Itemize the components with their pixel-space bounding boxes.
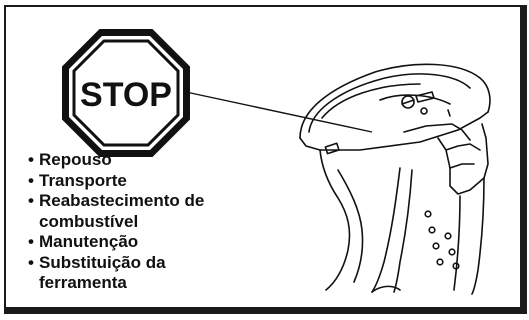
stop-sign-label: STOP <box>80 76 172 114</box>
list-item: • Manutenção <box>28 232 204 253</box>
bullet-marker: • <box>28 252 34 272</box>
list-item: • Reabastecimento de combustível <box>28 191 204 232</box>
list-item: • Transporte <box>28 171 204 192</box>
list-item-text: Manutenção <box>39 232 139 251</box>
stop-sign-icon: STOP <box>62 29 190 157</box>
instructions-list: • Repouso • Transporte • Reabastecimento… <box>28 150 204 294</box>
bullet-marker: • <box>28 232 34 251</box>
list-item-text-continued: combustível <box>39 211 139 231</box>
list-item-text: Repouso <box>39 150 112 169</box>
list-item-text-continued: ferramenta <box>39 273 127 292</box>
list-item-text: Transporte <box>39 170 127 190</box>
list-item: • Substituição da ferramenta <box>28 253 204 294</box>
list-item-text: Reabastecimento de <box>39 191 205 210</box>
list-item: • Repouso <box>28 150 204 171</box>
bullet-marker: • <box>28 170 34 190</box>
bullet-marker: • <box>28 150 34 169</box>
bullet-marker: • <box>28 191 34 210</box>
list-item-text: Substituição da <box>39 252 166 272</box>
